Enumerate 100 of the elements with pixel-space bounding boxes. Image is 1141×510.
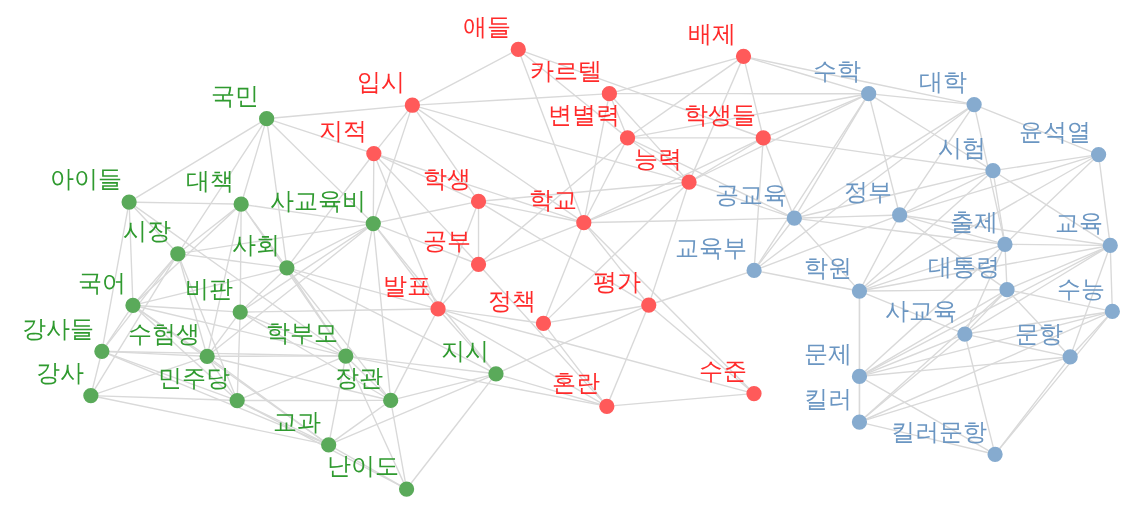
connector xyxy=(865,311,1107,375)
node-label: 학부모 xyxy=(266,317,339,347)
connector xyxy=(102,207,129,345)
connector xyxy=(96,357,201,394)
node-label: 입시 xyxy=(357,66,406,96)
node-label: 학생 xyxy=(423,163,472,193)
node-label: 출제 xyxy=(949,206,998,236)
node-circle xyxy=(966,96,982,112)
connector xyxy=(443,311,602,403)
node-label: 정책 xyxy=(488,285,537,315)
connector xyxy=(333,403,386,441)
connector xyxy=(107,352,232,399)
connector xyxy=(865,313,1107,420)
node-circle xyxy=(430,300,446,317)
node-label: 국민 xyxy=(211,80,260,110)
node-label: 공부 xyxy=(423,225,472,255)
connector xyxy=(139,268,281,304)
connector xyxy=(864,293,1003,418)
node-label: 문항 xyxy=(1014,318,1063,348)
connector xyxy=(753,143,764,264)
node-label: 교육부 xyxy=(674,232,747,262)
connector xyxy=(589,139,758,220)
node-circle xyxy=(601,85,617,101)
connector xyxy=(1109,251,1113,305)
connector xyxy=(654,271,749,303)
connector xyxy=(760,216,894,269)
node-circle xyxy=(121,193,137,210)
connector xyxy=(749,57,863,92)
connector xyxy=(765,143,793,212)
connector xyxy=(290,272,388,396)
connector xyxy=(393,314,436,394)
connector xyxy=(334,447,402,486)
connector xyxy=(864,248,1001,372)
node-label: 킬러문항 xyxy=(891,416,988,446)
connector xyxy=(242,402,401,486)
connector xyxy=(866,422,990,453)
connector xyxy=(271,122,369,219)
connector xyxy=(372,159,375,217)
node-circle xyxy=(398,480,415,497)
connector xyxy=(477,207,480,258)
node-circle xyxy=(851,282,868,299)
connector xyxy=(210,361,234,395)
connector xyxy=(290,272,343,351)
node-circle xyxy=(232,303,248,320)
node-label: 수능 xyxy=(1057,273,1106,303)
connector xyxy=(905,155,1093,214)
connector xyxy=(974,110,1005,238)
connector xyxy=(864,157,1093,288)
connector xyxy=(993,176,1005,238)
node-circle xyxy=(83,387,99,403)
node-label: 교과 xyxy=(273,406,322,436)
connector xyxy=(967,249,1003,328)
node-circle xyxy=(1062,348,1078,364)
connector xyxy=(348,361,405,483)
node-circle xyxy=(861,85,877,101)
node-circle xyxy=(338,347,354,364)
node-label: 지시 xyxy=(440,335,489,365)
connector xyxy=(375,159,437,303)
connector xyxy=(633,139,789,216)
connector xyxy=(376,227,435,304)
connector xyxy=(633,93,863,137)
connector xyxy=(1074,315,1108,352)
connector xyxy=(758,222,791,265)
node-circle xyxy=(985,162,1001,178)
node-circle xyxy=(94,343,110,359)
connector xyxy=(213,354,340,357)
connector xyxy=(444,309,748,392)
node-label: 카르텔 xyxy=(529,55,602,85)
connector xyxy=(999,154,1093,170)
node-circle xyxy=(599,398,615,414)
connector xyxy=(184,223,367,253)
connector xyxy=(266,124,287,261)
connector xyxy=(971,311,1106,334)
connector xyxy=(520,54,582,217)
node-label: 아이들 xyxy=(49,163,122,193)
node-circle xyxy=(681,174,697,190)
connector xyxy=(210,317,237,351)
connector xyxy=(865,245,1000,290)
node-circle xyxy=(279,259,295,275)
connector xyxy=(184,253,281,268)
connector xyxy=(292,269,491,371)
connector xyxy=(138,308,202,353)
node-label: 비판 xyxy=(184,273,233,303)
node-circle xyxy=(229,392,245,408)
node-label: 대학 xyxy=(918,66,967,96)
connector xyxy=(1011,243,1104,246)
node-label: 킬러 xyxy=(804,383,853,413)
connector xyxy=(212,226,369,352)
connector xyxy=(524,50,758,136)
connector xyxy=(377,157,475,260)
connector xyxy=(590,217,788,223)
node-label: 장관 xyxy=(335,362,384,392)
connector xyxy=(415,109,476,196)
connector xyxy=(292,225,368,265)
connector xyxy=(239,210,242,305)
connector xyxy=(611,99,626,132)
connector xyxy=(615,57,737,92)
connector xyxy=(242,124,266,198)
connector xyxy=(245,226,369,309)
connector xyxy=(377,110,409,149)
